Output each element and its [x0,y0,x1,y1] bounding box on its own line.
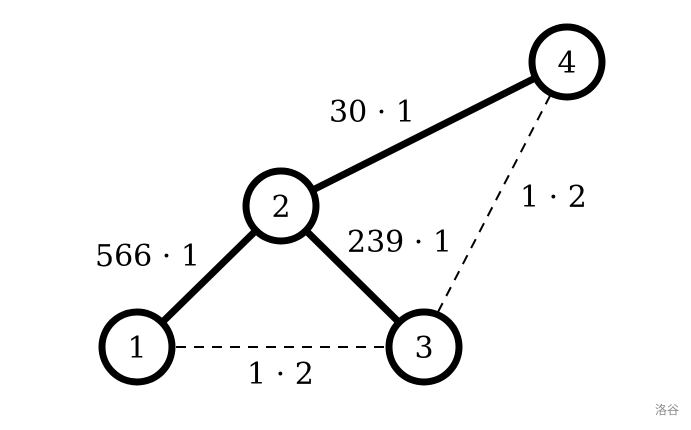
node-label-2: 2 [271,190,290,225]
node-label-4: 4 [557,46,576,81]
edge-label-2-4: 30 · 1 [329,95,415,130]
edge-label-3-4: 1 · 2 [520,180,587,215]
node-label-3: 3 [414,331,433,366]
node-3: 3 [385,308,463,386]
node-2: 2 [242,167,320,245]
watermark-text: 洛谷 [654,403,679,417]
node-4: 4 [528,23,606,101]
edge-label-1-3: 1 · 2 [247,357,314,392]
edge-label-2-3: 239 · 1 [347,225,452,260]
edge-2-4 [277,58,571,210]
node-label-1: 1 [127,331,146,366]
node-1: 1 [98,308,176,386]
edge-3-4-dashed [437,91,553,313]
edge-label-1-2: 566 · 1 [95,239,200,274]
